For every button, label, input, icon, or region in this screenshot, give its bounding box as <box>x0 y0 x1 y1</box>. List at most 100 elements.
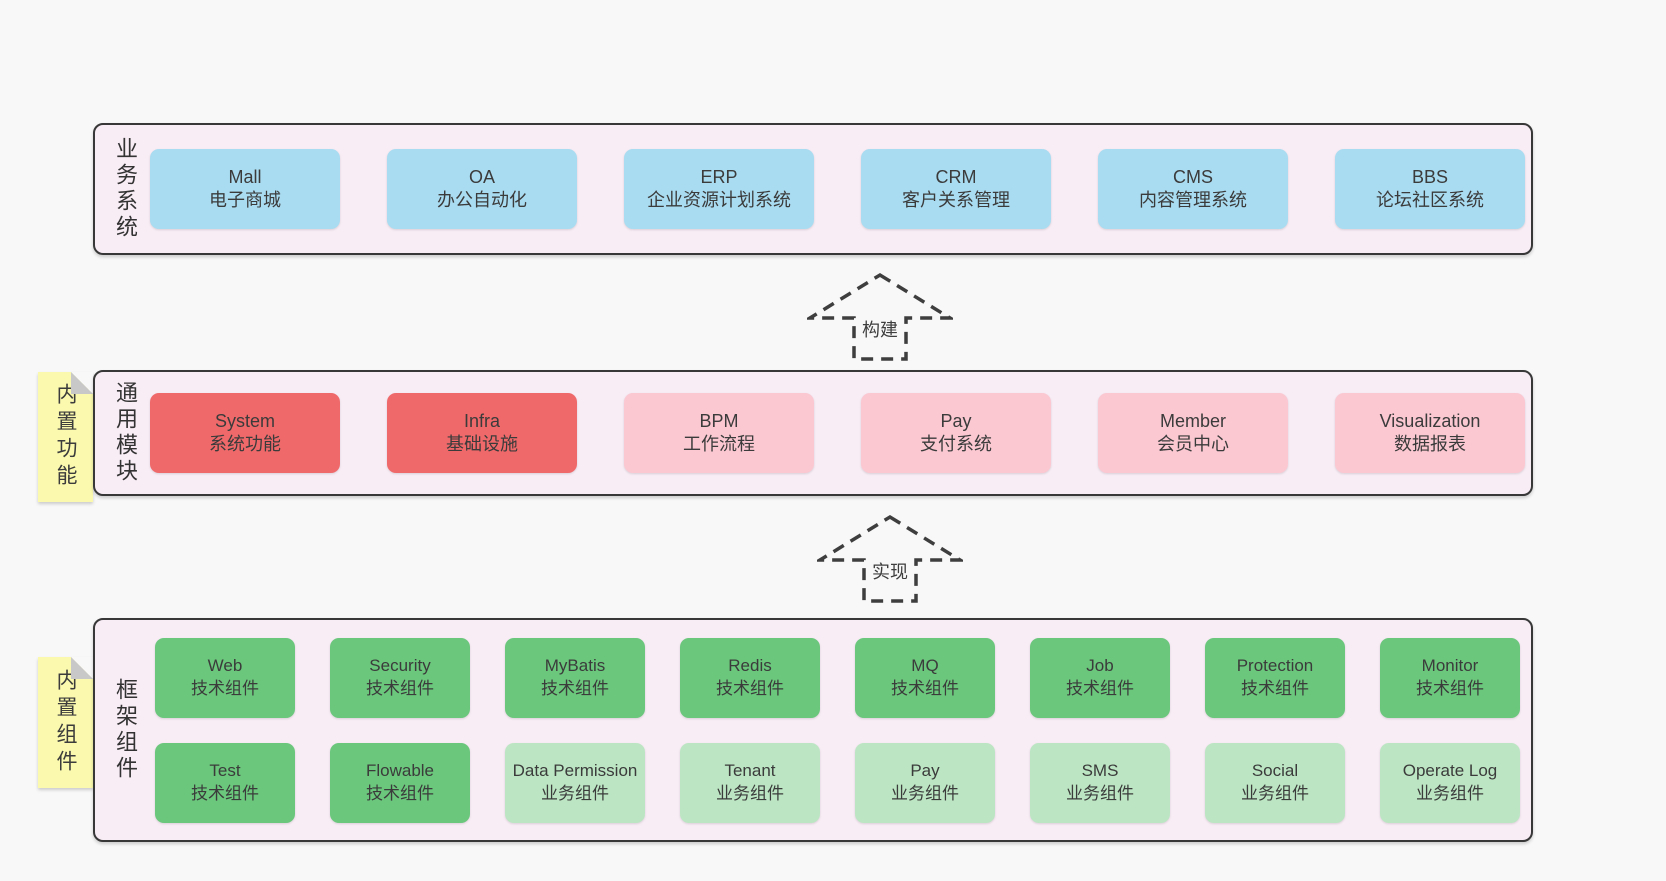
box-title: ERP <box>700 166 738 187</box>
layer-components-label: 框架组件 <box>113 678 138 782</box>
box-operate-log: Operate Log 业务组件 <box>1380 742 1520 823</box>
note-text: 内置功能 <box>54 383 77 491</box>
note-built-in-components: 内置组件 <box>38 657 93 788</box>
box-system: System 系统功能 <box>150 393 340 473</box>
box-subtitle: 技术组件 <box>191 678 259 698</box>
box-title: CRM <box>935 166 977 187</box>
box-job: Job 技术组件 <box>1030 637 1170 718</box>
arrow-build: 构建 <box>803 272 957 362</box>
box-subtitle: 业务组件 <box>1066 783 1134 803</box>
components-row-2: Test 技术组件 Flowable 技术组件 Data Permission … <box>155 742 1531 823</box>
layer-common-modules: 通用模块 System 系统功能 Infra 基础设施 BPM 工作流程 Pay… <box>93 370 1533 496</box>
box-subtitle: 技术组件 <box>191 783 259 803</box>
box-bbs: BBS 论坛社区系统 <box>1335 149 1525 229</box>
box-title: Social <box>1251 761 1299 781</box>
box-data-permission: Data Permission 业务组件 <box>505 742 645 823</box>
note-fold-icon <box>71 372 93 394</box>
box-subtitle: 技术组件 <box>366 678 434 698</box>
box-subtitle: 论坛社区系统 <box>1376 190 1484 210</box>
box-subtitle: 电子商城 <box>209 190 281 210</box>
box-title: Infra <box>463 410 501 431</box>
box-title: CMS <box>1173 166 1213 187</box>
box-title: Test <box>209 761 241 781</box>
box-subtitle: 工作流程 <box>683 434 755 454</box>
box-flowable: Flowable 技术组件 <box>330 742 470 823</box>
box-subtitle: 会员中心 <box>1157 434 1229 454</box>
layer-modules-label: 通用模块 <box>113 381 138 485</box>
box-subtitle: 系统功能 <box>209 434 281 454</box>
box-security: Security 技术组件 <box>330 637 470 718</box>
box-crm: CRM 客户关系管理 <box>861 149 1051 229</box>
box-title: Mall <box>228 166 262 187</box>
box-visualization: Visualization 数据报表 <box>1335 393 1525 473</box>
layer-framework-components: 框架组件 Web 技术组件 Security 技术组件 MyBatis 技术组件… <box>93 618 1533 842</box>
arrow-up-icon: 构建 <box>803 272 957 361</box>
box-test: Test 技术组件 <box>155 742 295 823</box>
modules-row: System 系统功能 Infra 基础设施 BPM 工作流程 Pay 支付系统… <box>150 393 1531 473</box>
box-title: Data Permission <box>512 761 638 781</box>
box-member: Member 会员中心 <box>1098 393 1288 473</box>
note-built-in-features: 内置功能 <box>38 372 93 502</box>
box-monitor: Monitor 技术组件 <box>1380 637 1520 718</box>
box-subtitle: 技术组件 <box>1416 678 1484 698</box>
box-subtitle: 技术组件 <box>1066 678 1134 698</box>
box-subtitle: 办公自动化 <box>437 190 527 210</box>
box-title: Job <box>1086 656 1114 676</box>
box-title: Operate Log <box>1402 761 1498 781</box>
box-subtitle: 技术组件 <box>1241 678 1309 698</box>
note-fold-icon <box>71 657 93 679</box>
box-title: Redis <box>728 656 772 676</box>
box-title: SMS <box>1081 761 1119 781</box>
box-subtitle: 业务组件 <box>891 783 959 803</box>
box-subtitle: 技术组件 <box>366 783 434 803</box>
box-title: Protection <box>1236 656 1314 676</box>
box-subtitle: 基础设施 <box>446 434 518 454</box>
box-sms: SMS 业务组件 <box>1030 742 1170 823</box>
box-title: Visualization <box>1379 410 1481 431</box>
components-row-1: Web 技术组件 Security 技术组件 MyBatis 技术组件 Redi… <box>155 637 1531 718</box>
box-erp: ERP 企业资源计划系统 <box>624 149 814 229</box>
box-bpm: BPM 工作流程 <box>624 393 814 473</box>
box-pay: Pay 支付系统 <box>861 393 1051 473</box>
layer-business-label: 业务系统 <box>113 137 138 241</box>
box-redis: Redis 技术组件 <box>680 637 820 718</box>
box-mybatis: MyBatis 技术组件 <box>505 637 645 718</box>
box-title: Pay <box>940 410 972 431</box>
box-infra: Infra 基础设施 <box>387 393 577 473</box>
box-pay-biz: Pay 业务组件 <box>855 742 995 823</box>
box-title: System <box>214 410 275 431</box>
box-title: Pay <box>910 761 940 781</box>
box-title: Flowable <box>365 761 435 781</box>
box-subtitle: 业务组件 <box>1241 783 1309 803</box>
box-subtitle: 业务组件 <box>541 783 609 803</box>
box-subtitle: 内容管理系统 <box>1139 190 1247 210</box>
layer-business-systems: 业务系统 Mall 电子商城 OA 办公自动化 ERP 企业资源计划系统 CRM… <box>93 123 1533 255</box>
box-subtitle: 业务组件 <box>716 783 784 803</box>
box-title: BPM <box>699 410 739 431</box>
box-web: Web 技术组件 <box>155 637 295 718</box>
box-title: OA <box>468 166 495 187</box>
box-protection: Protection 技术组件 <box>1205 637 1345 718</box>
box-subtitle: 客户关系管理 <box>902 190 1010 210</box>
box-title: Tenant <box>724 761 776 781</box>
arrow-build-label: 构建 <box>862 320 898 340</box>
arrow-implement-label: 实现 <box>872 562 908 582</box>
box-tenant: Tenant 业务组件 <box>680 742 820 823</box>
note-text: 内置组件 <box>54 668 77 777</box>
box-title: Web <box>207 656 243 676</box>
box-subtitle: 技术组件 <box>716 678 784 698</box>
box-mall: Mall 电子商城 <box>150 149 340 229</box>
box-subtitle: 企业资源计划系统 <box>647 190 791 210</box>
box-subtitle: 技术组件 <box>891 678 959 698</box>
box-title: Security <box>369 656 431 676</box>
box-subtitle: 数据报表 <box>1394 434 1466 454</box>
box-title: MyBatis <box>544 656 606 676</box>
arrow-implement: 实现 <box>813 514 967 604</box>
box-title: MQ <box>911 656 939 676</box>
box-subtitle: 业务组件 <box>1416 783 1484 803</box>
box-title: BBS <box>1411 166 1449 187</box>
box-subtitle: 技术组件 <box>541 678 609 698</box>
business-row: Mall 电子商城 OA 办公自动化 ERP 企业资源计划系统 CRM 客户关系… <box>150 149 1531 229</box>
box-title: Monitor <box>1421 656 1479 676</box>
box-subtitle: 支付系统 <box>920 434 992 454</box>
